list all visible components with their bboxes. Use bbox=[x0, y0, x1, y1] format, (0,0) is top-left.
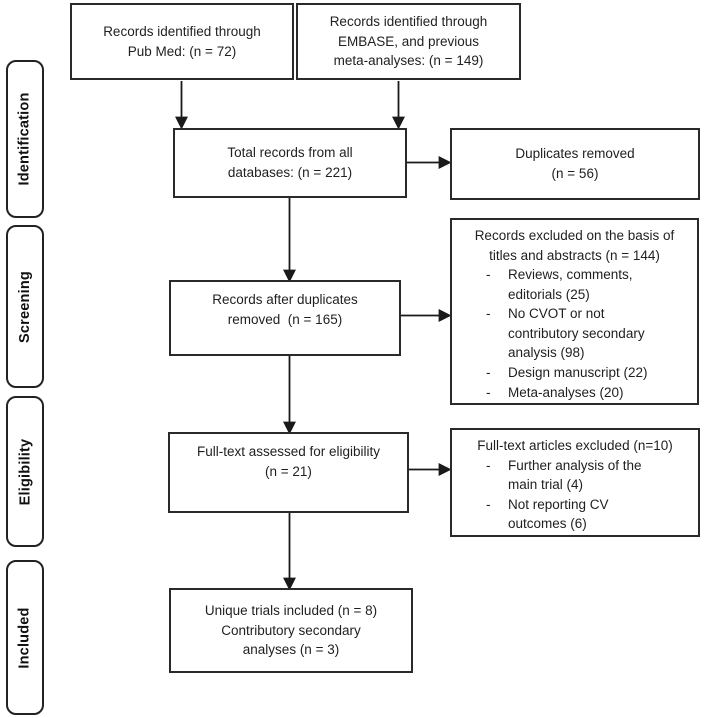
bullet-dash: - bbox=[486, 457, 491, 473]
stage-identification-label: Identification bbox=[17, 92, 33, 186]
list-item: - Meta-analyses (20) bbox=[452, 383, 697, 403]
excluded-reason-reviews: Reviews, comments, editorials (25) bbox=[508, 267, 633, 302]
list-item: - Not reporting CV outcomes (6) bbox=[452, 495, 698, 534]
list-item: - Further analysis of the main trial (4) bbox=[452, 456, 698, 495]
list-item: - Design manuscript (22) bbox=[452, 363, 697, 383]
box-records-excluded-title: Records excluded on the basis of titles … bbox=[474, 228, 675, 263]
arrow-total-to-duplicates bbox=[407, 156, 452, 169]
bullet-dash: - bbox=[486, 267, 491, 283]
excluded-reason-meta-analyses: Meta-analyses (20) bbox=[508, 384, 624, 400]
box-total-records: Total records from all databases: (n = 2… bbox=[173, 128, 407, 198]
box-records-embase-text: Records identified through EMBASE, and p… bbox=[329, 14, 488, 69]
box-after-duplicates: Records after duplicates removed (n = 16… bbox=[169, 280, 401, 356]
arrow-after-duplicates-to-excluded bbox=[401, 309, 452, 322]
stage-screening-label: Screening bbox=[17, 270, 34, 343]
box-total-records-text: Total records from all databases: (n = 2… bbox=[227, 145, 353, 180]
box-fulltext-assessed-text: Full-text assessed for eligibility (n = … bbox=[196, 444, 381, 479]
excluded-reason-no-cvot: No CVOT or not contributory secondary an… bbox=[508, 306, 645, 361]
arrow-fulltext-to-included bbox=[283, 513, 296, 591]
stage-eligibility-label: Eligibility bbox=[17, 438, 33, 505]
ft-excluded-reason-no-cv-outcomes: Not reporting CV outcomes (6) bbox=[508, 496, 609, 532]
arrow-pubmed-to-total bbox=[175, 81, 188, 130]
arrow-after-duplicates-to-fulltext bbox=[283, 356, 296, 435]
box-included-trials: Unique trials included (n = 8) Contribut… bbox=[169, 588, 413, 673]
box-after-duplicates-text: Records after duplicates removed (n = 16… bbox=[212, 292, 358, 327]
stage-screening: Screening bbox=[6, 225, 44, 388]
arrow-embase-to-total bbox=[392, 81, 405, 130]
arrow-total-to-after-duplicates bbox=[283, 198, 296, 283]
box-records-pubmed: Records identified through Pub Med: (n =… bbox=[70, 3, 294, 80]
box-records-embase: Records identified through EMBASE, and p… bbox=[296, 3, 521, 80]
box-included-trials-text: Unique trials included (n = 8) Contribut… bbox=[204, 603, 378, 658]
box-records-pubmed-text: Records identified through Pub Med: (n =… bbox=[103, 23, 261, 59]
stage-included: Included bbox=[6, 560, 44, 715]
bullet-dash: - bbox=[486, 496, 491, 512]
stage-eligibility: Eligibility bbox=[6, 396, 44, 547]
box-records-excluded: Records excluded on the basis of titles … bbox=[450, 218, 699, 405]
box-fulltext-assessed: Full-text assessed for eligibility (n = … bbox=[168, 432, 409, 513]
box-fulltext-excluded: Full-text articles excluded (n=10) - Fur… bbox=[450, 428, 700, 537]
box-fulltext-excluded-title: Full-text articles excluded (n=10) bbox=[477, 438, 673, 453]
bullet-dash: - bbox=[486, 364, 491, 380]
box-duplicates-removed-text: Duplicates removed (n = 56) bbox=[515, 146, 635, 181]
box-duplicates-removed: Duplicates removed (n = 56) bbox=[450, 128, 700, 200]
list-item: - Reviews, comments, editorials (25) bbox=[452, 265, 697, 304]
excluded-reason-design: Design manuscript (22) bbox=[508, 364, 648, 380]
stage-identification: Identification bbox=[6, 60, 44, 218]
stage-included-label: Included bbox=[17, 606, 33, 669]
bullet-dash: - bbox=[486, 384, 491, 400]
bullet-dash: - bbox=[486, 306, 491, 322]
list-item: - No CVOT or not contributory secondary … bbox=[452, 304, 697, 363]
arrow-fulltext-to-fulltext-excluded bbox=[409, 463, 452, 476]
ft-excluded-reason-further-analysis: Further analysis of the main trial (4) bbox=[508, 457, 642, 493]
